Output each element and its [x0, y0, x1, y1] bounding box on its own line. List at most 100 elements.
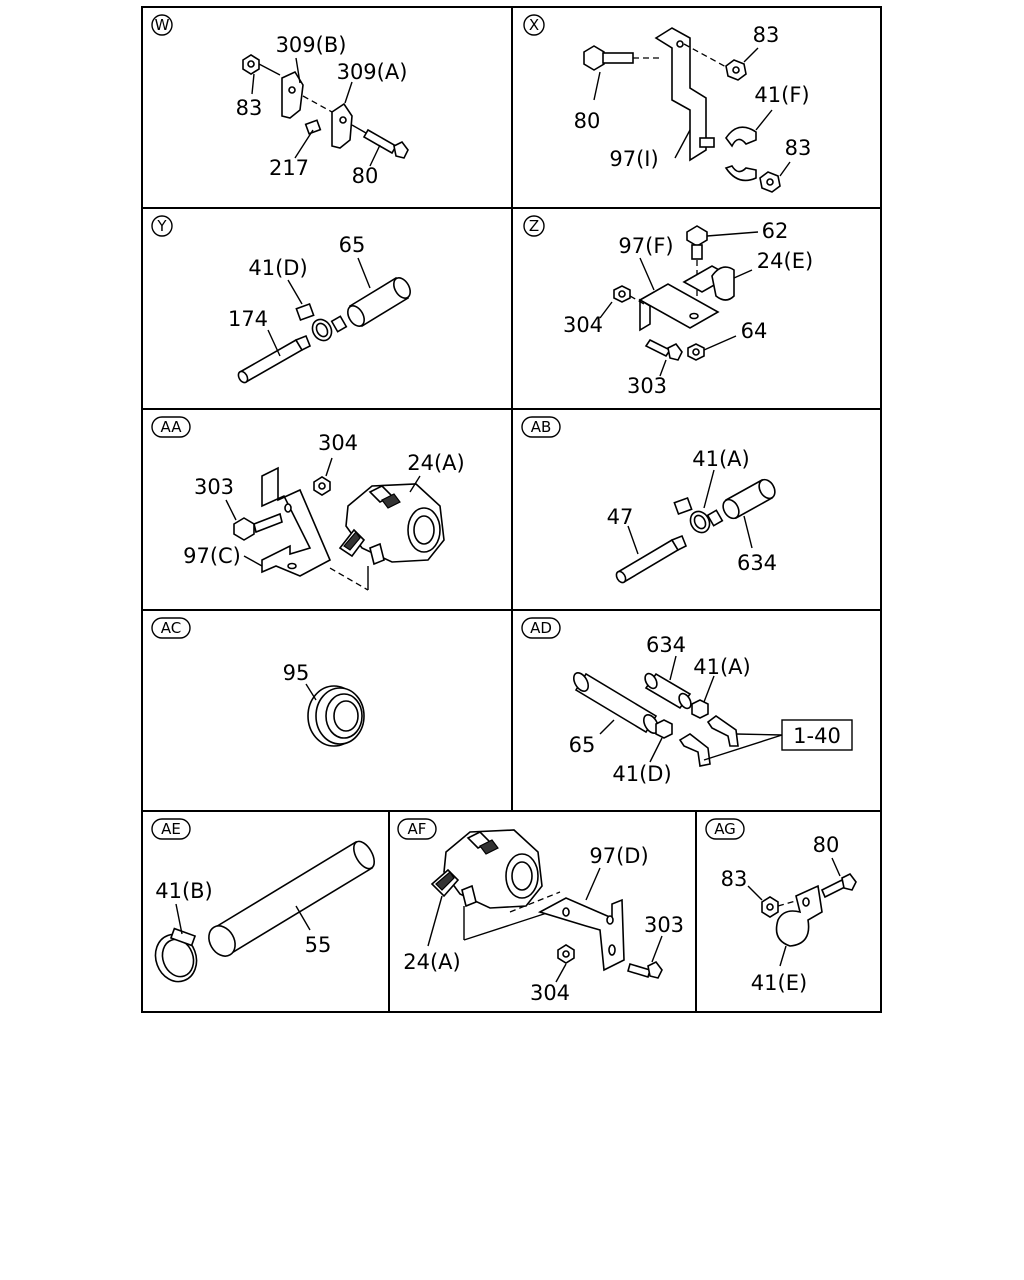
callout-83: 83: [236, 96, 263, 120]
part-clip-24e: [682, 265, 735, 301]
callout-41f: 41(F): [754, 83, 809, 107]
part-hose-65: [572, 672, 660, 734]
part-bracket-97d: [537, 897, 625, 972]
part-valve-24a: [430, 829, 543, 909]
callout-97f: 97(F): [618, 234, 673, 258]
callout-41e: 41(E): [751, 971, 807, 995]
part-nut-64: [687, 343, 705, 361]
callout-217: 217: [269, 156, 309, 180]
part-bolt-303: [627, 960, 663, 979]
callout-41b: 41(B): [155, 879, 213, 903]
callout-41a: 41(A): [692, 447, 749, 471]
svg-text:Z: Z: [529, 217, 539, 235]
part-pipe-stub: [330, 315, 348, 333]
part-pipe-stub: [706, 509, 724, 527]
part-grommet-95: [307, 685, 365, 747]
callout-97i: 97(I): [609, 147, 658, 171]
part-nut-83-lower: [759, 171, 781, 193]
panel-tag-w: W: [151, 14, 173, 36]
diagram-grid: [141, 6, 882, 1013]
part-hose-65: [347, 276, 411, 328]
part-clamp-41a: [673, 496, 711, 534]
part-nut-304: [557, 944, 575, 964]
callout-634: 634: [646, 633, 686, 657]
callout-304: 304: [530, 981, 570, 1005]
part-stud: [699, 137, 715, 148]
panel-ab: AB 41(A) 47 634: [521, 416, 777, 584]
part-nut-83: [761, 896, 779, 918]
callout-65: 65: [339, 233, 366, 257]
svg-text:AG: AG: [714, 820, 736, 838]
part-clamp-41d: [295, 302, 333, 342]
callout-24e: 24(E): [757, 249, 813, 273]
reference-box-1-40: 1-40: [781, 719, 853, 751]
callout-41a: 41(A): [693, 655, 750, 679]
panel-ac: AC 95: [151, 617, 365, 747]
svg-text:AB: AB: [531, 418, 552, 436]
callout-83-bottom: 83: [785, 136, 812, 160]
panel-aa: AA 304 24(A): [151, 416, 465, 591]
callout-80: 80: [813, 833, 840, 857]
callout-304: 304: [563, 313, 603, 337]
part-hose-174: [237, 334, 312, 384]
part-nut-304: [613, 285, 631, 303]
part-bracket-97c: [261, 466, 332, 577]
panel-y: Y 65 41(D) 174: [151, 215, 411, 384]
callout-304: 304: [318, 431, 358, 455]
callout-65: 65: [569, 733, 596, 757]
part-nut-304: [313, 476, 331, 496]
callout-309a: 309(A): [337, 60, 408, 84]
part-clamp-41d: [655, 719, 673, 739]
callout-303: 303: [627, 374, 667, 398]
callout-41d: 41(D): [248, 256, 307, 280]
part-clamp-41f: [724, 126, 757, 182]
callout-64: 64: [741, 319, 768, 343]
part-spacer-217: [304, 119, 322, 135]
panel-ag: AG 80 83 41(E): [705, 818, 857, 995]
panel-tag-aa: AA: [151, 416, 191, 438]
part-hose-634: [722, 478, 776, 520]
callout-95: 95: [283, 661, 310, 685]
panel-tag-ab: AB: [521, 416, 561, 438]
panel-tag-ae: AE: [151, 818, 191, 840]
panel-tag-af: AF: [397, 818, 437, 840]
part-bolt-80: [362, 128, 409, 159]
svg-text:AF: AF: [408, 820, 427, 838]
part-bolt-80: [820, 872, 857, 899]
part-bolt-303: [233, 512, 283, 541]
part-bolt-303: [644, 338, 683, 361]
svg-text:W: W: [155, 16, 170, 34]
part-clamp-41a: [691, 699, 709, 719]
svg-text:AA: AA: [161, 418, 183, 436]
svg-text:X: X: [529, 16, 539, 34]
svg-text:AD: AD: [530, 619, 552, 637]
callout-303: 303: [644, 913, 684, 937]
part-nut-83: [725, 59, 747, 81]
panel-ad: AD 1-40 634 41: [521, 617, 853, 786]
part-nut-83: [242, 54, 260, 75]
panel-tag-z: Z: [523, 215, 545, 237]
callout-309b: 309(B): [276, 33, 347, 57]
callout-80: 80: [352, 164, 379, 188]
part-valve-24a: [338, 483, 445, 566]
panel-tag-ac: AC: [151, 617, 191, 639]
part-hose-47: [615, 534, 688, 584]
part-bolt-62: [686, 225, 708, 260]
panel-w: W 309(B) 309(A) 83 217: [151, 14, 409, 188]
callout-55: 55: [305, 933, 332, 957]
panel-af: AF 9: [397, 818, 684, 1005]
callout-634: 634: [737, 551, 777, 575]
part-hose-55: [208, 840, 376, 957]
callout-174: 174: [228, 307, 268, 331]
part-clamp-41e: [775, 884, 823, 947]
part-clamp-41b: [154, 927, 198, 983]
callout-24a: 24(A): [407, 451, 464, 475]
part-clamp-309a: [331, 102, 353, 149]
callout-62: 62: [762, 219, 789, 243]
panel-tag-ag: AG: [705, 818, 745, 840]
svg-text:Y: Y: [156, 217, 167, 235]
svg-text:AE: AE: [161, 820, 181, 838]
callout-83: 83: [721, 867, 748, 891]
callout-83-top: 83: [753, 23, 780, 47]
